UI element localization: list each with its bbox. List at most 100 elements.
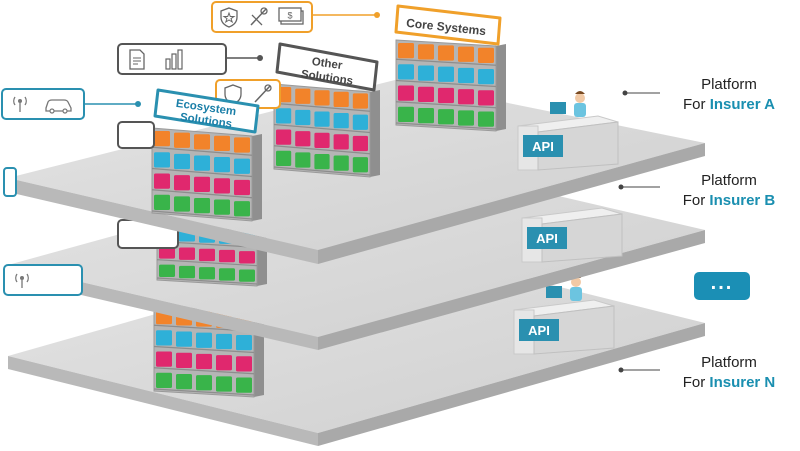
shelf-block bbox=[438, 87, 454, 104]
person-head bbox=[575, 93, 585, 103]
shelf-block bbox=[458, 46, 474, 62]
shelf-divider bbox=[156, 259, 258, 267]
api-desk-a: API bbox=[517, 91, 619, 171]
person-head bbox=[571, 277, 581, 287]
monitor bbox=[546, 286, 562, 298]
shelf-divider bbox=[151, 210, 253, 220]
shelf-block bbox=[239, 269, 255, 282]
shelf-divider bbox=[151, 146, 253, 156]
shelf-block bbox=[398, 64, 414, 80]
shelf-block bbox=[176, 352, 192, 368]
shelf-block bbox=[234, 137, 250, 153]
shelf-block bbox=[352, 93, 368, 109]
shelf-block bbox=[276, 108, 292, 124]
person-body bbox=[574, 103, 586, 117]
platform-n-prefix: For bbox=[682, 374, 710, 391]
shelf-block bbox=[295, 109, 311, 126]
shelf-block bbox=[179, 247, 195, 260]
signal-icon bbox=[13, 96, 27, 112]
core-systems-sign: Core Systems bbox=[394, 4, 502, 46]
shelf-block bbox=[478, 90, 494, 106]
shelf-divider bbox=[151, 167, 253, 178]
shelf-block bbox=[234, 158, 250, 174]
shelf-block bbox=[216, 376, 232, 392]
shelf-block bbox=[295, 131, 311, 147]
shelf-block bbox=[352, 114, 368, 130]
shelf-block bbox=[214, 157, 230, 173]
api-label: API bbox=[532, 139, 554, 154]
more-platforms-ellipsis: ... bbox=[694, 272, 750, 300]
shelf-block bbox=[418, 65, 434, 81]
ecosystem-icon-box-partial bbox=[3, 167, 17, 197]
shelf-other-solutions bbox=[273, 83, 380, 178]
platform-b-prefix: For bbox=[682, 192, 710, 209]
shelf-divider bbox=[151, 189, 253, 199]
shelf-block bbox=[156, 330, 172, 346]
shelf-ecosystem-solutions bbox=[151, 127, 262, 222]
shelf-block bbox=[478, 69, 494, 85]
shelf-block bbox=[216, 333, 232, 350]
shelf-block bbox=[154, 152, 170, 168]
other-solutions-sign: Other Solutions bbox=[275, 42, 379, 92]
shelf-divider bbox=[395, 122, 497, 130]
shelf-block bbox=[236, 356, 252, 372]
desk-side bbox=[541, 213, 623, 263]
shelf-block bbox=[156, 351, 172, 367]
shield-star-icon bbox=[220, 7, 238, 28]
shelf-block bbox=[174, 153, 190, 170]
shelf-block bbox=[418, 107, 434, 124]
shelf-side bbox=[496, 44, 506, 131]
platform-a-prefix: For bbox=[683, 96, 710, 113]
shelf-block bbox=[478, 47, 494, 64]
shelf-divider bbox=[273, 166, 371, 176]
shelf-side bbox=[370, 90, 380, 177]
shelf-block bbox=[159, 246, 175, 259]
other-icon-box bbox=[117, 43, 227, 75]
shelf-block bbox=[176, 373, 192, 390]
other-solutions-label-1: Other bbox=[311, 56, 344, 72]
shelf-divider bbox=[395, 79, 497, 88]
label-connectors bbox=[618, 90, 660, 373]
shelf-block bbox=[276, 150, 292, 166]
shelf-block bbox=[199, 267, 215, 280]
platform-n-line1: Platform bbox=[701, 354, 757, 371]
person-body bbox=[570, 287, 582, 301]
api-desk-n: API bbox=[513, 275, 615, 355]
shelf-block bbox=[418, 86, 434, 102]
platform-b-label: Platform For Insurer B bbox=[664, 171, 794, 211]
ecosystem-icon-box-lower bbox=[3, 264, 83, 296]
money-icon: $ bbox=[278, 7, 304, 25]
api-badge bbox=[527, 227, 567, 249]
api-badge bbox=[519, 319, 559, 341]
shelf-block bbox=[214, 199, 230, 215]
platform-a-label: Platform For Insurer A bbox=[664, 75, 794, 115]
shelf-side bbox=[252, 134, 262, 221]
shelf-block bbox=[295, 152, 311, 168]
shelf-block bbox=[458, 110, 474, 126]
shelf-block bbox=[176, 331, 192, 347]
api-desk-b: API bbox=[521, 207, 623, 263]
signal-icon bbox=[15, 273, 29, 288]
shelf-divider bbox=[395, 101, 497, 109]
svg-text:$: $ bbox=[287, 11, 292, 21]
shelf-divider bbox=[153, 345, 255, 354]
desk-side bbox=[537, 121, 619, 171]
shelf-block bbox=[179, 265, 195, 279]
shelf-block bbox=[352, 157, 368, 173]
shelf-block bbox=[199, 248, 215, 262]
shelf-block bbox=[478, 111, 494, 127]
shelf-block bbox=[314, 132, 330, 148]
shelf-divider bbox=[153, 388, 255, 396]
shelf-block bbox=[154, 194, 170, 210]
shelf-block bbox=[196, 353, 212, 370]
document-icon bbox=[129, 49, 145, 70]
shelf-block bbox=[398, 85, 414, 101]
platform-a-line1: Platform bbox=[701, 76, 757, 93]
shelf-divider bbox=[395, 58, 497, 66]
shelf-block bbox=[234, 179, 250, 196]
shelf-block bbox=[239, 251, 255, 264]
shelf-divider bbox=[273, 123, 371, 134]
api-label: API bbox=[528, 323, 550, 338]
platform-b-line1: Platform bbox=[701, 172, 757, 189]
